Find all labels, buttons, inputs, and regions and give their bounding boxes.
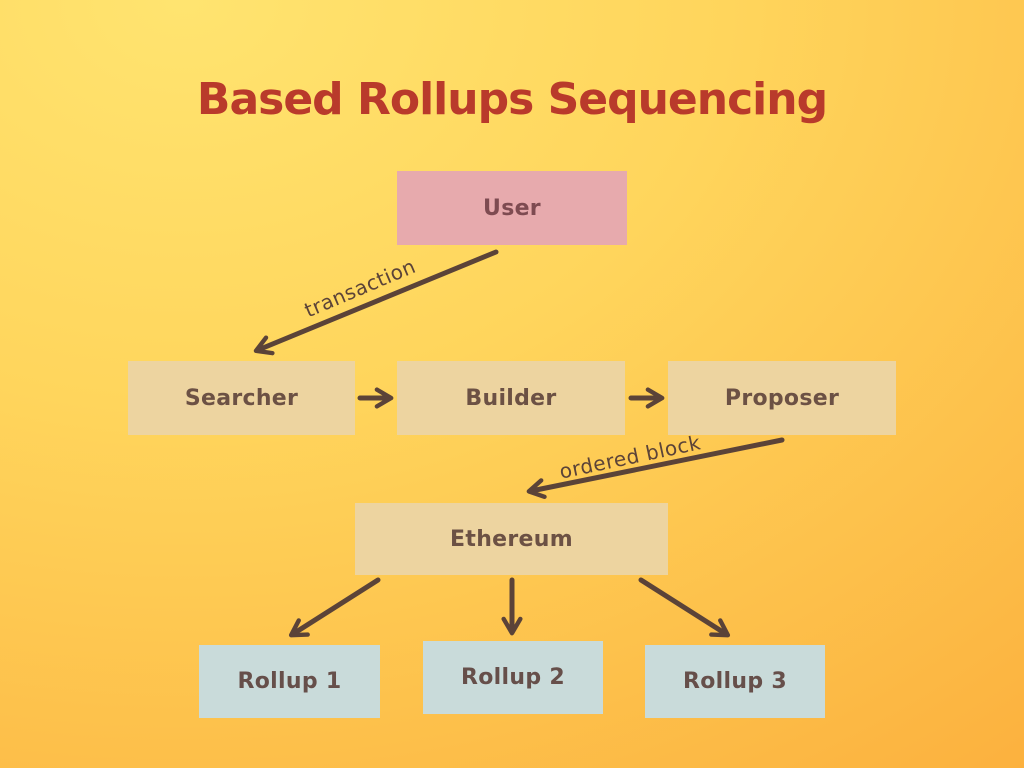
edge-label-ordered-block: ordered block bbox=[557, 430, 703, 484]
node-rollup-2: Rollup 2 bbox=[423, 641, 603, 714]
arrow-ethereum-to-rollup1 bbox=[288, 577, 381, 638]
node-ethereum: Ethereum bbox=[355, 503, 668, 575]
node-rollup-1: Rollup 1 bbox=[199, 645, 380, 718]
node-rollup-2-label: Rollup 2 bbox=[461, 665, 565, 690]
node-ethereum-label: Ethereum bbox=[450, 526, 573, 552]
node-searcher-label: Searcher bbox=[184, 385, 299, 411]
node-proposer-label: Proposer bbox=[724, 385, 840, 411]
node-searcher: Searcher bbox=[128, 361, 355, 435]
edge-label-transaction: transaction bbox=[300, 253, 420, 323]
node-rollup-3-label: Rollup 3 bbox=[683, 669, 787, 694]
arrow-ethereum-to-rollup3 bbox=[638, 577, 731, 638]
node-builder-label: Builder bbox=[465, 385, 557, 411]
node-rollup-3: Rollup 3 bbox=[645, 645, 825, 718]
node-builder: Builder bbox=[397, 361, 625, 435]
node-user-label: User bbox=[483, 195, 541, 221]
node-rollup-1-label: Rollup 1 bbox=[237, 669, 342, 694]
node-proposer: Proposer bbox=[668, 361, 896, 435]
diagram-title: Based Rollups Sequencing bbox=[196, 74, 828, 125]
node-user: User bbox=[397, 171, 627, 245]
